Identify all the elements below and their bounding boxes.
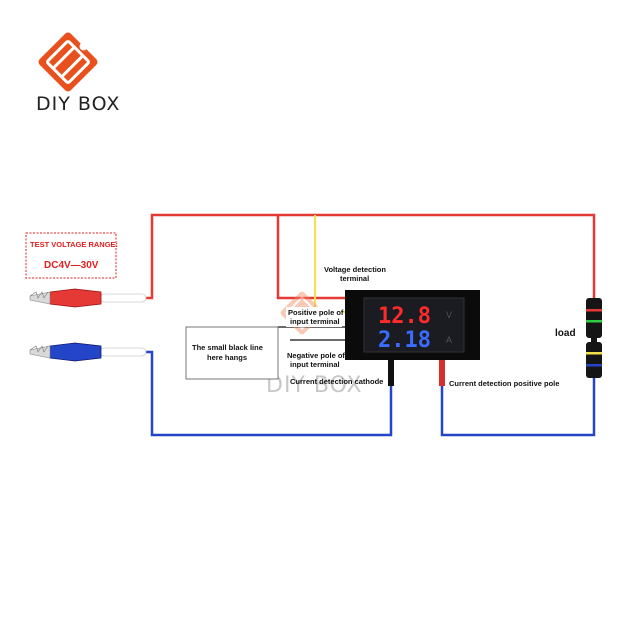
label-voltage-terminal: Voltage detection terminal <box>324 265 386 283</box>
current-reading: 2.18 <box>378 328 431 353</box>
test-voltage-box: TEST VOLTAGE RANGE: DC4V—30V <box>25 232 118 279</box>
load-label: load <box>555 328 576 339</box>
svg-text:Negative pole of: Negative pole of <box>287 351 345 360</box>
watermark-text: DIY BOX <box>266 373 363 398</box>
label-current-cathode: Current detection cathode <box>290 377 383 386</box>
svg-text:here hangs: here hangs <box>207 353 247 362</box>
load-resistor <box>586 298 602 378</box>
black-wires <box>278 326 345 341</box>
test-voltage-range: DC4V—30V <box>44 260 99 271</box>
svg-text:Voltage detection: Voltage detection <box>324 265 386 274</box>
blue-probe <box>29 342 147 362</box>
label-black-line-box: The small black line here hangs <box>185 326 279 380</box>
voltage-reading: 12.8 <box>378 304 431 329</box>
label-negative-input: Negative pole of input terminal <box>287 351 345 369</box>
svg-text:terminal: terminal <box>340 274 369 283</box>
label-positive-input: Positive pole of input terminal <box>286 307 344 327</box>
brand-logo: DIY BOX <box>36 32 120 115</box>
cathode-lead <box>388 358 394 386</box>
positive-lead <box>439 358 445 386</box>
svg-text:input terminal: input terminal <box>290 360 340 369</box>
brand-name: DIY BOX <box>36 93 120 115</box>
volt-unit-icon: V <box>446 310 452 320</box>
svg-text:Positive pole of: Positive pole of <box>288 308 344 317</box>
svg-text:input terminal: input terminal <box>290 317 340 326</box>
logo-diamond-icon <box>38 32 98 92</box>
svg-text:The small black line: The small black line <box>192 343 263 352</box>
blue-wires <box>145 350 596 437</box>
label-current-positive: Current detection positive pole <box>449 379 559 388</box>
red-probe <box>29 288 147 308</box>
volt-amp-meter: 12.8 2.18 V A <box>345 290 480 360</box>
amp-unit-icon: A <box>446 335 452 345</box>
test-voltage-title: TEST VOLTAGE RANGE: <box>30 240 118 249</box>
